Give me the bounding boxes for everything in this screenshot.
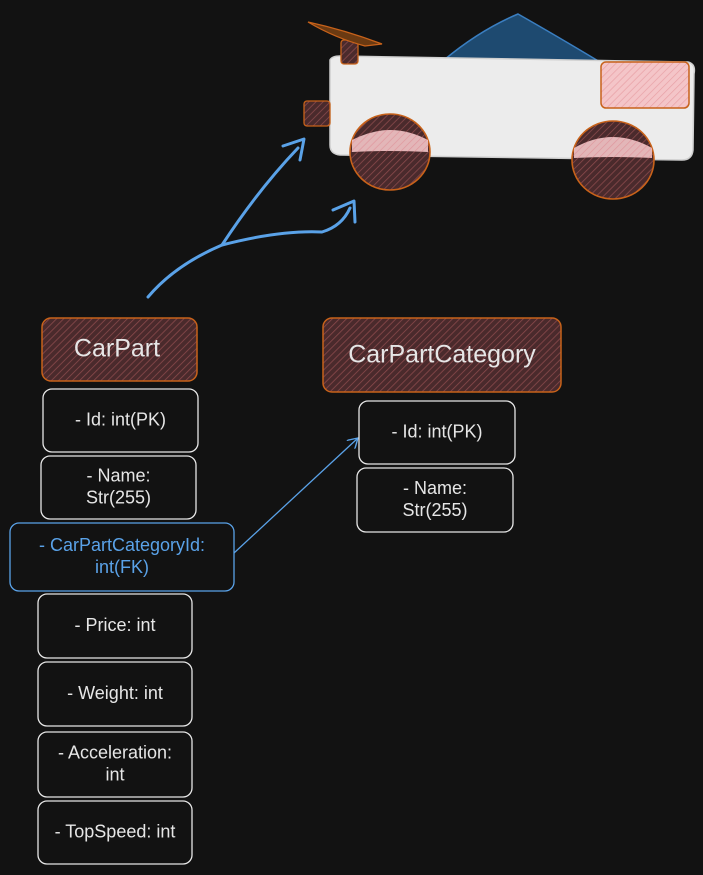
carpartcategory-entity: CarPartCategory - Id: int(PK) - Name:Str(… [322,317,562,533]
carpartcategory-field-box: - Id: int(PK) [358,400,516,465]
carpartcategory-header [322,317,562,393]
carpart-field-label: - Acceleration: [58,742,172,762]
carpart-field-box: - TopSpeed: int [37,800,193,865]
carpart-field-label: - Name: [86,465,150,485]
car-front-wheel [571,120,655,200]
carpartcategory-field-box: - Name:Str(255) [356,467,514,533]
carpart-field-label: int(FK) [95,557,149,577]
carpartcategory-field-label: Str(255) [402,500,467,520]
carpartcategory-field-border [358,400,516,465]
carpartcategory-fields: - Id: int(PK) - Name:Str(255) [356,400,516,533]
carpart-field-border [37,661,193,727]
carpartcategory-field-label: - Name: [403,478,467,498]
carpart-field-border [37,800,193,865]
car-sketch-icon [303,13,696,200]
carpart-field-box: - CarPartCategoryId:int(FK) [9,522,235,592]
carpart-field-label: - CarPartCategoryId: [39,535,205,555]
carpart-title: CarPart [74,335,160,363]
carpart-fields: - Id: int(PK)- Name:Str(255)- CarPartCat… [9,388,235,865]
carpart-field-box: - Price: int [37,593,193,659]
carpartcategory-field-label: - Id: int(PK) [391,421,482,441]
fk-connector-arrow [233,438,358,554]
car-roof [441,13,603,63]
carpart-field-box: - Id: int(PK) [42,388,199,453]
carpart-field-border [42,388,199,453]
relation-arrows-to-car [146,137,357,299]
carpartcategory-title: CarPartCategory [348,341,536,369]
carpart-field-box: - Weight: int [37,661,193,727]
carpart-field-box: - Acceleration: int [37,731,193,798]
carpart-field-border [37,731,193,798]
carpart-entity: CarPart - Id: int(PK)- Name:Str(255)- Ca… [9,317,235,865]
car-window [600,61,690,109]
carpart-field-label: - TopSpeed: int [55,821,176,841]
carpart-field-label: - Id: int(PK) [75,409,166,429]
car-tail-light [303,100,331,127]
carpart-header [41,317,198,382]
carpart-field-label: int [105,764,124,784]
carpart-field-border [9,522,235,592]
carpart-field-label: - Weight: int [67,683,163,703]
carpartcategory-field-border [356,467,514,533]
carpart-field-box: - Name:Str(255) [40,455,197,520]
carpart-field-label: Str(255) [86,487,151,507]
car-rear-wheel [349,113,431,191]
carpart-field-border [40,455,197,520]
car-spoiler-wing [307,21,383,47]
carpart-field-border [37,593,193,659]
carpart-field-label: - Price: int [74,615,155,635]
